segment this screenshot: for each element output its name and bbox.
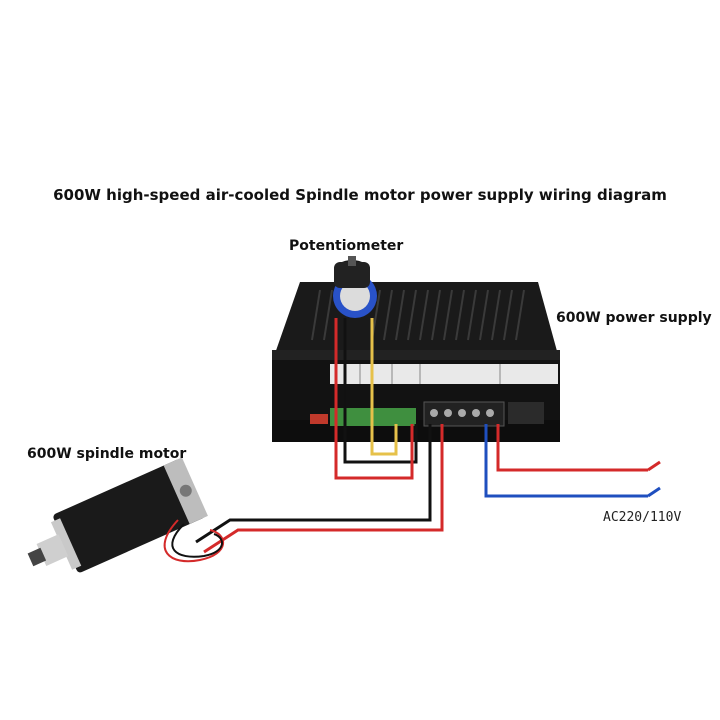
diagram-title: 600W high-speed air-cooled Spindle motor… [53,186,667,204]
ac-input-wires [484,424,661,498]
potentiometer-label: Potentiometer [289,238,404,254]
potentiometer-knob [333,256,377,318]
potentiometer-wires [334,318,418,480]
motor-wires [195,424,444,554]
power-supply-unit [272,282,560,442]
power-supply-label: 600W power supply [556,310,712,326]
ac-input-label: AC220/110V [603,510,682,525]
spindle-motor-label: 600W spindle motor [27,446,187,462]
spindle-motor [27,457,225,573]
